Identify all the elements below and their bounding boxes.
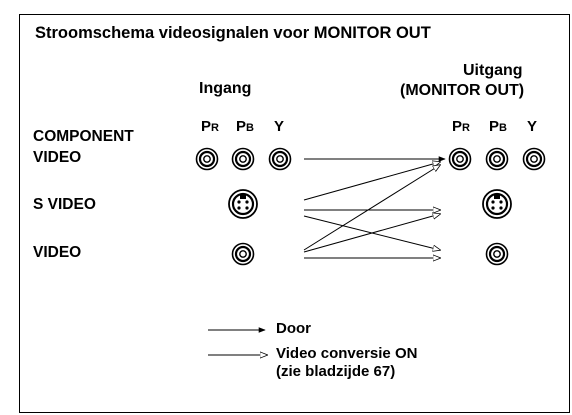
output-video-jack-icon xyxy=(485,242,509,266)
output-pb-jack-icon xyxy=(485,147,509,171)
output-pr-jack-icon xyxy=(448,147,472,171)
input-pr-jack-icon xyxy=(195,147,219,171)
diagram-title: Stroomschema videosignalen voor MONITOR … xyxy=(35,24,431,42)
input-y-jack-icon xyxy=(268,147,292,171)
input-header: Ingang xyxy=(199,80,252,97)
input-pr-label: PR xyxy=(201,118,219,135)
output-pb-label: PB xyxy=(489,118,507,135)
legend-conversion-label: Video conversie ON xyxy=(276,345,418,362)
arrow-svideo-to-component xyxy=(303,162,440,201)
input-pb-jack-icon xyxy=(231,147,255,171)
output-y-jack-icon xyxy=(522,147,546,171)
row-label-svideo: S VIDEO xyxy=(33,196,96,213)
row-label-component-video: VIDEO xyxy=(33,149,82,166)
row-label-component: COMPONENT xyxy=(33,128,134,145)
input-svideo-jack-icon xyxy=(227,188,259,220)
legend-conversion-note: (zie bladzijde 67) xyxy=(276,363,396,380)
input-y-label: Y xyxy=(274,118,285,135)
legend-through-label: Door xyxy=(276,320,311,337)
output-svideo-jack-icon xyxy=(481,188,513,220)
input-video-jack-icon xyxy=(231,242,255,266)
input-pb-label: PB xyxy=(236,118,254,135)
row-label-video: VIDEO xyxy=(33,244,82,261)
diagram-frame xyxy=(19,14,570,413)
output-header-line2: (MONITOR OUT) xyxy=(400,82,525,99)
arrow-video-to-component xyxy=(303,165,440,251)
arrow-video-to-svideo xyxy=(303,214,440,253)
output-pr-label: PR xyxy=(452,118,470,135)
output-y-label: Y xyxy=(527,118,538,135)
output-header-line1: Uitgang xyxy=(463,62,523,79)
